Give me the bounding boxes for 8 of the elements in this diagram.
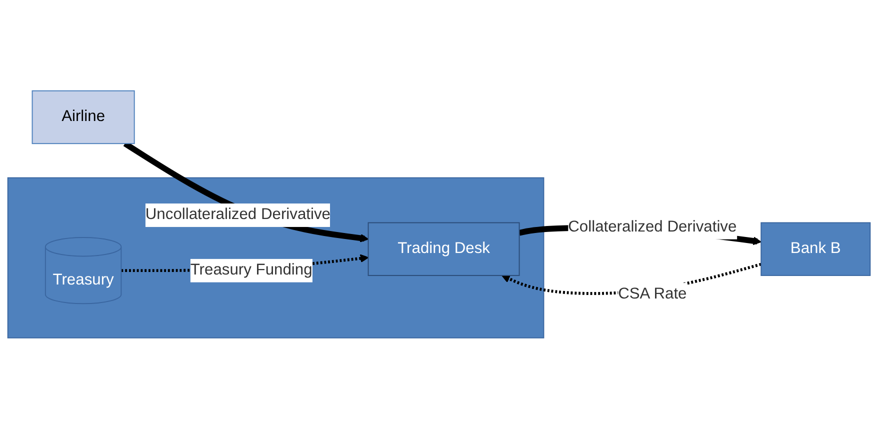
- node-box: Bank B: [760, 222, 871, 276]
- node-box: Trading Desk: [368, 222, 520, 276]
- cluster: [7, 177, 544, 339]
- node-box: Airline: [32, 90, 135, 144]
- edge-label: CSA Rate: [618, 286, 687, 302]
- edge-label: Treasury Funding: [190, 262, 312, 279]
- edge-label: Collateralized Derivative: [568, 218, 737, 236]
- edge-label: Uncollateralized Derivative: [145, 206, 330, 224]
